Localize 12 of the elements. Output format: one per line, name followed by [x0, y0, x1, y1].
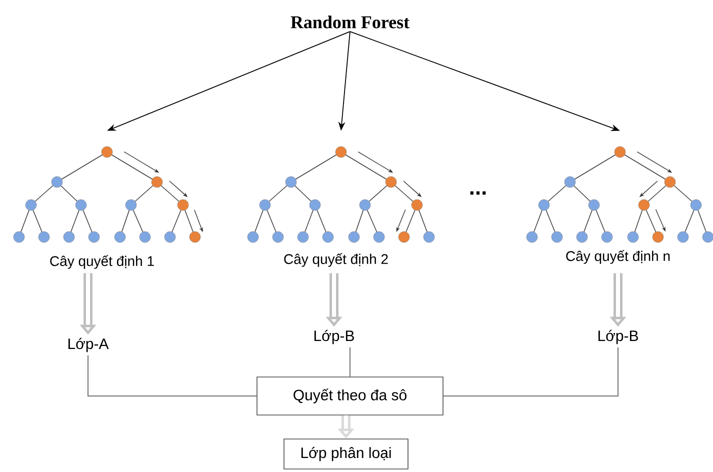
class-label: Lớp-B — [314, 330, 354, 344]
connector-line — [442, 346, 618, 396]
tree-label: Cây quyết định 2 — [284, 253, 388, 267]
tree-label: Cây quyết định n — [566, 250, 670, 264]
tree-label: Cây quyết định 1 — [50, 255, 154, 269]
ellipsis: ... — [470, 191, 486, 195]
title: Random Forest — [290, 16, 410, 28]
process-box: Lớp phân loại — [284, 438, 408, 470]
process-box: Quyết theo đa sô — [256, 376, 444, 416]
connector-line — [88, 354, 258, 396]
class-label: Lớp-B — [598, 330, 638, 344]
class-label: Lớp-A — [68, 338, 109, 352]
